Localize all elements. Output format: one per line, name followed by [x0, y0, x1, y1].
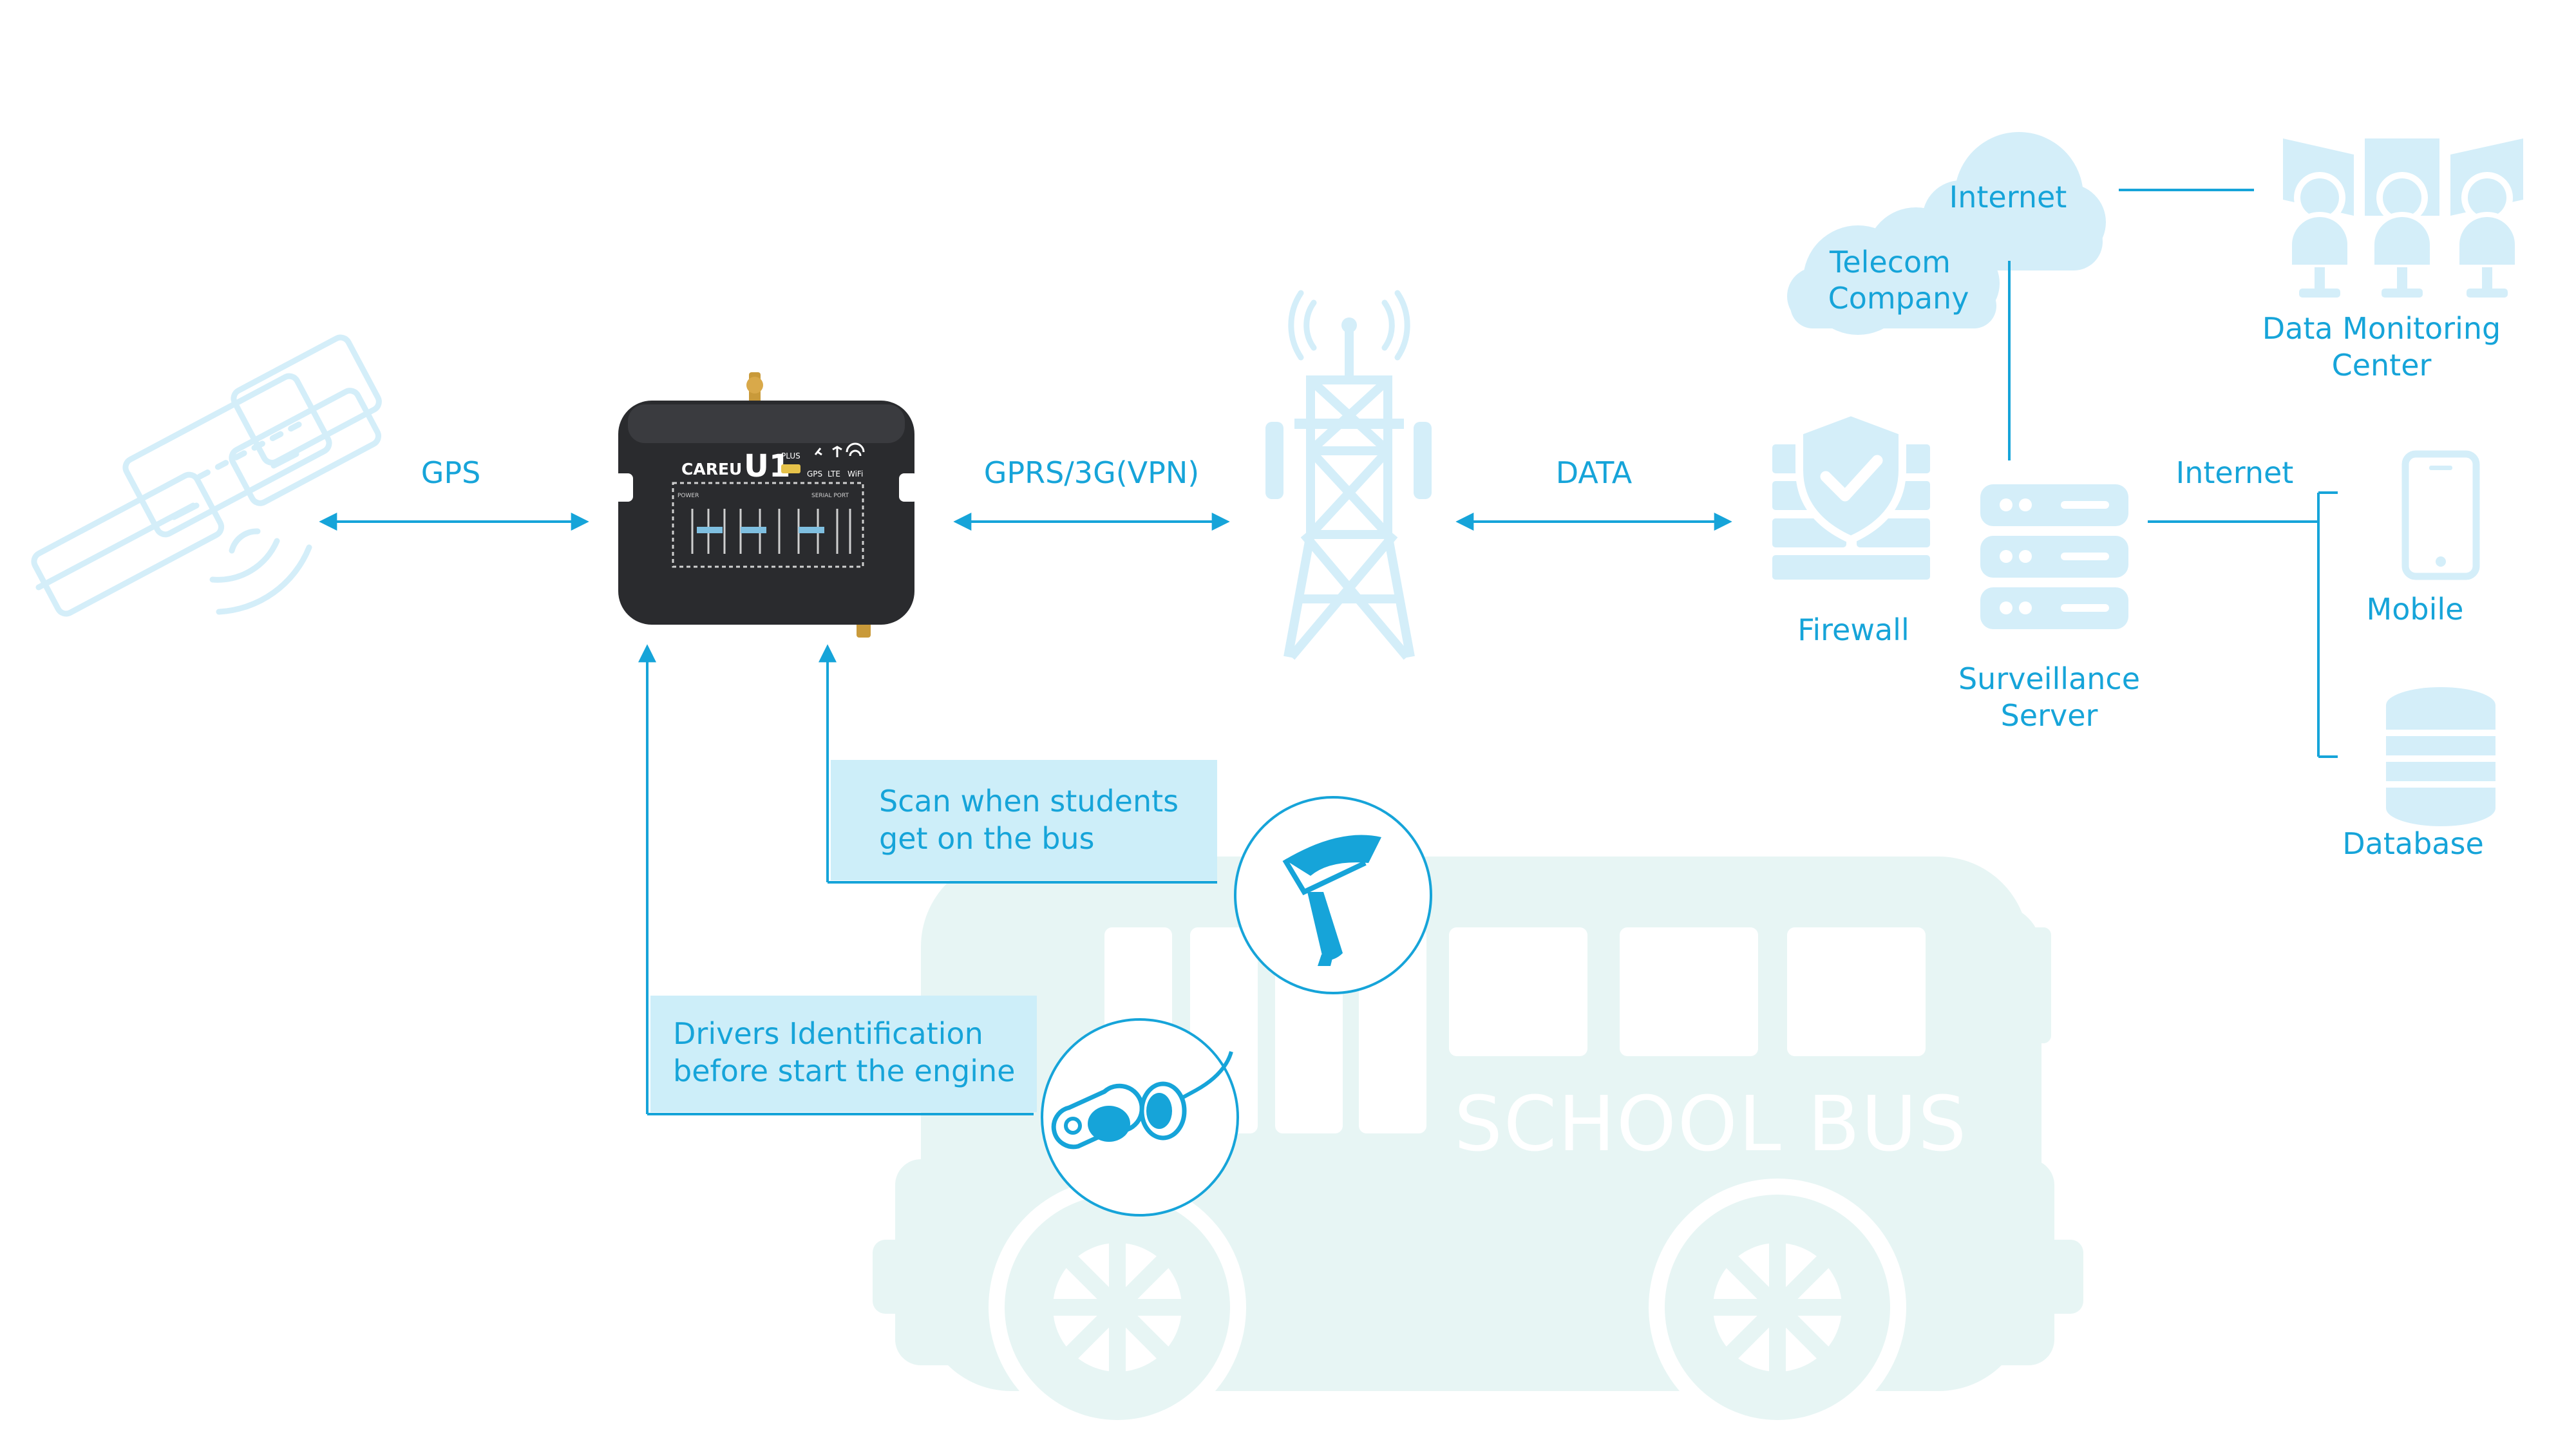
surveillance-server-label-line2: Server: [2000, 698, 2098, 733]
surveillance-server-label-line1: Surveillance: [1958, 661, 2141, 696]
device-gps-label: GPS: [807, 469, 822, 478]
telecom-label-line2: Company: [1828, 281, 1969, 316]
database-label: Database: [2342, 826, 2484, 861]
scan-callout-line1: Scan when students: [879, 784, 1179, 819]
scan-callout-box: [831, 760, 1217, 880]
barcode-scanner-icon: [1234, 796, 1432, 994]
driver-callout-box: [650, 996, 1037, 1112]
data-label: DATA: [1555, 455, 1633, 490]
device-brand: CAREU: [681, 460, 742, 478]
device-wifi-label: WiFi: [848, 469, 863, 478]
school-bus-label: SCHOOL BUS: [1454, 1079, 1968, 1168]
driver-callout-line1: Drivers Identification: [673, 1016, 983, 1051]
satellite-icon: [31, 334, 382, 617]
internet-label-right: Internet: [2175, 455, 2294, 490]
server-icon: [1980, 484, 2128, 629]
connection-lines: [319, 189, 2338, 1115]
scan-callout-line2: get on the bus: [879, 821, 1095, 856]
bus-wheel-left: [989, 1179, 1246, 1436]
gps-label: GPS: [421, 455, 481, 490]
monitoring-center-icon: [2283, 138, 2523, 298]
internet-cloud-icon: [1922, 132, 2106, 270]
firewall-label: Firewall: [1797, 612, 1909, 647]
device-lte-label: LTE: [828, 469, 840, 478]
gprs-label: GPRS/3G(VPN): [983, 455, 1200, 490]
mobile-label: Mobile: [2366, 592, 2464, 627]
firewall-icon: [1772, 408, 1930, 580]
tracker-device-icon: CAREU U1 PLUS GPS LTE WiFi POWER SERIAL …: [614, 372, 918, 638]
device-badge: PLUS: [781, 451, 800, 460]
monitoring-center-label-line1: Data Monitoring: [2262, 311, 2501, 346]
bus-wheel-right: [1649, 1179, 1906, 1436]
mobile-phone-icon: [2401, 450, 2480, 580]
internet-cloud-label: Internet: [1949, 180, 2067, 214]
cell-tower-icon: [1265, 290, 1432, 660]
ibutton-key-icon: [1041, 1018, 1239, 1217]
telecom-label-line1: Telecom: [1830, 245, 1951, 279]
driver-callout-line2: before start the engine: [673, 1054, 1016, 1088]
device-serial-label: SERIAL PORT: [811, 493, 849, 499]
device-power-label: POWER: [677, 493, 699, 499]
database-icon: [2386, 687, 2496, 826]
monitoring-center-label-line2: Center: [2331, 348, 2432, 383]
